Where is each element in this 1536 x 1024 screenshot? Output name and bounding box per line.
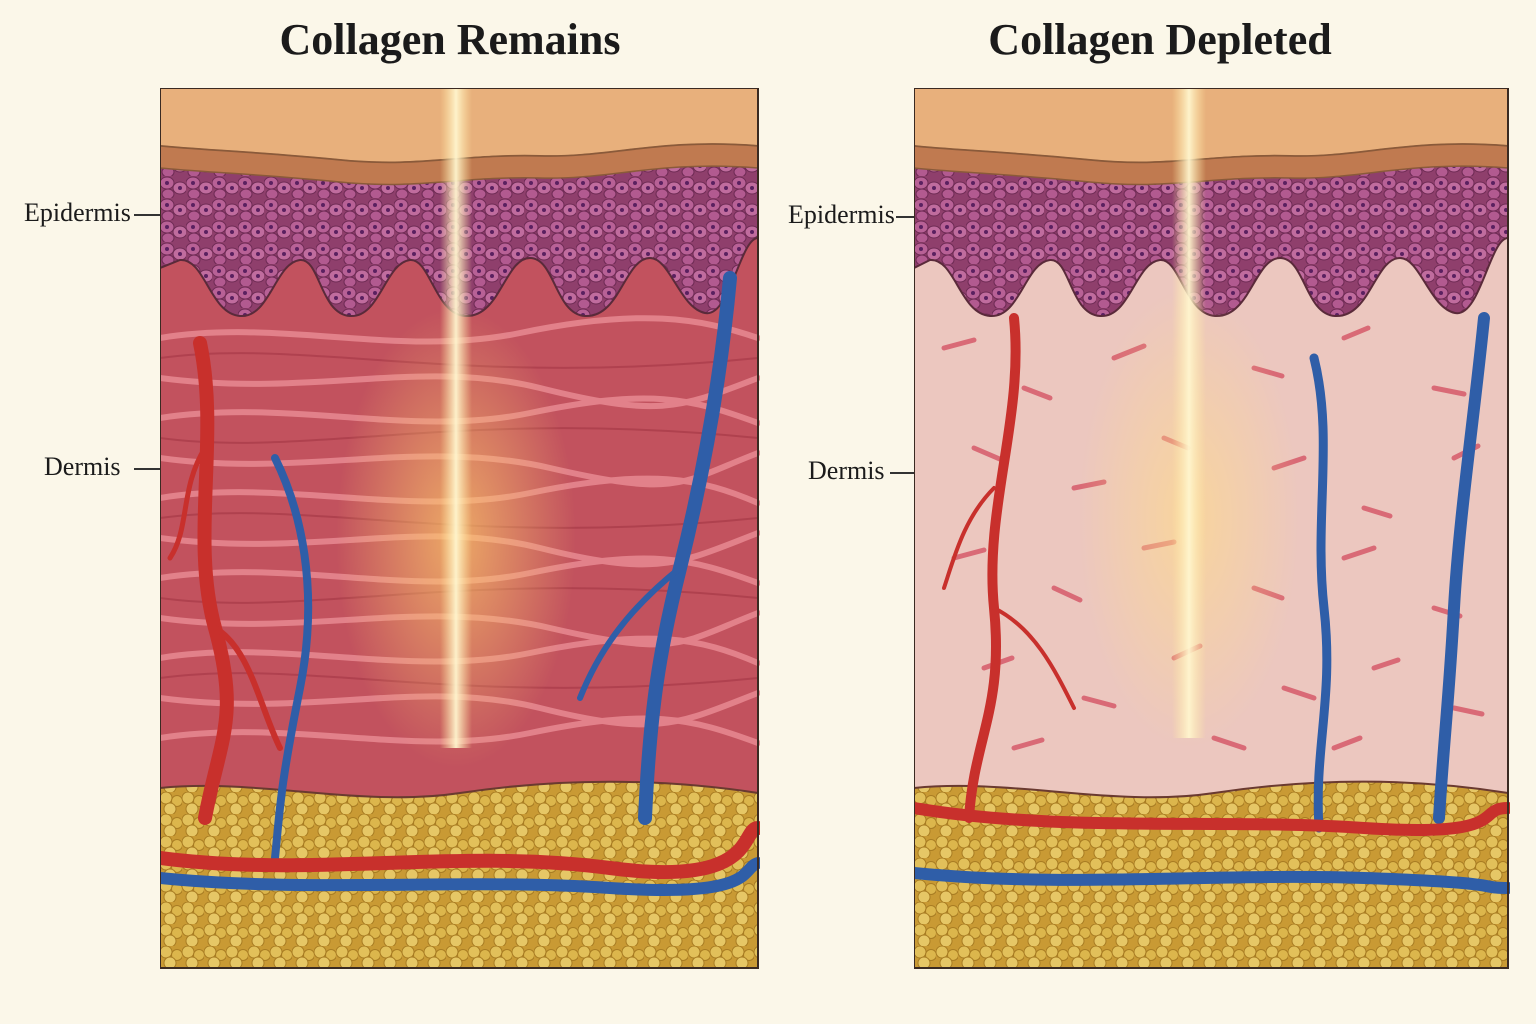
epidermis-label-left: Epidermis <box>24 198 131 227</box>
dermis-label-right: Dermis <box>808 456 885 485</box>
epidermis-label-right: Epidermis <box>788 200 895 229</box>
skin-cross-section-collagen-depleted <box>914 88 1510 969</box>
subcutaneous-fat-left <box>160 780 759 969</box>
panel-title-collagen-remains: Collagen Remains <box>279 15 621 64</box>
vein-left-horizontal <box>160 857 760 897</box>
dermis-label-left: Dermis <box>44 452 121 481</box>
blood-vessels-right <box>914 312 1510 894</box>
skin-cross-section-collagen-remains <box>160 88 760 969</box>
artery-right-horizontal <box>914 802 1510 837</box>
blood-vessels-left <box>160 271 760 897</box>
vein-right-horizontal <box>914 867 1510 894</box>
panel-title-collagen-depleted: Collagen Depleted <box>988 15 1332 64</box>
vein-left-2 <box>271 454 313 862</box>
light-beam-left <box>336 88 576 768</box>
vein-right-1 <box>1309 353 1332 833</box>
artery-right-1 <box>964 313 1021 823</box>
light-beam-right <box>1079 88 1299 748</box>
artery-left-horizontal <box>160 821 760 880</box>
artery-left-1 <box>193 336 234 825</box>
vein-right-2 <box>1433 312 1490 824</box>
